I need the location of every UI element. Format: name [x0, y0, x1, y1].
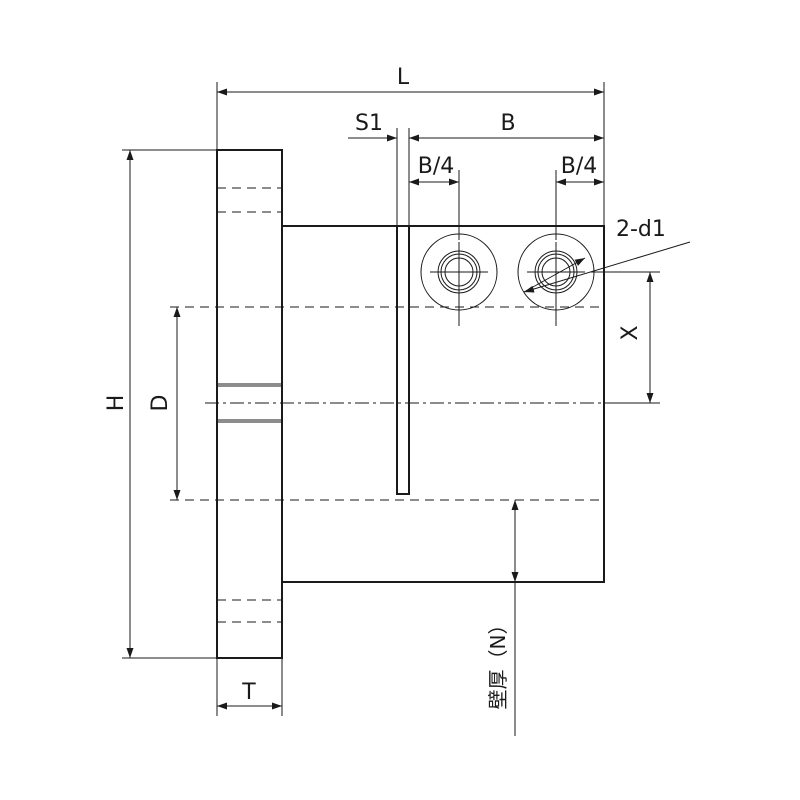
dimension-B4-right: B/4 [555, 154, 604, 240]
dimension-L: L [216, 65, 605, 226]
label-wall-thickness: 壁厚（N） [486, 615, 510, 710]
dimension-S1-B: S1 B [348, 111, 604, 226]
label-H: H [104, 395, 129, 412]
label-D: D [148, 395, 173, 412]
label-X: X [618, 325, 643, 340]
dimension-X: X [590, 271, 660, 404]
label-d1: 2-d1 [616, 217, 666, 242]
label-B: B [500, 111, 515, 136]
label-L: L [397, 65, 410, 90]
dimension-T: T [216, 658, 283, 716]
label-T: T [241, 680, 256, 705]
dimension-wall-thickness: 壁厚（N） [486, 500, 519, 736]
dimension-H: H [104, 149, 217, 659]
dimension-D: D [148, 307, 181, 500]
flange [216, 149, 283, 659]
label-S1: S1 [355, 111, 383, 136]
label-B4-left: B/4 [418, 154, 455, 179]
dimension-B4-left: B/4 [409, 154, 460, 240]
label-B4-right: B/4 [561, 154, 598, 179]
leader-d1: 2-d1 [523, 217, 691, 293]
